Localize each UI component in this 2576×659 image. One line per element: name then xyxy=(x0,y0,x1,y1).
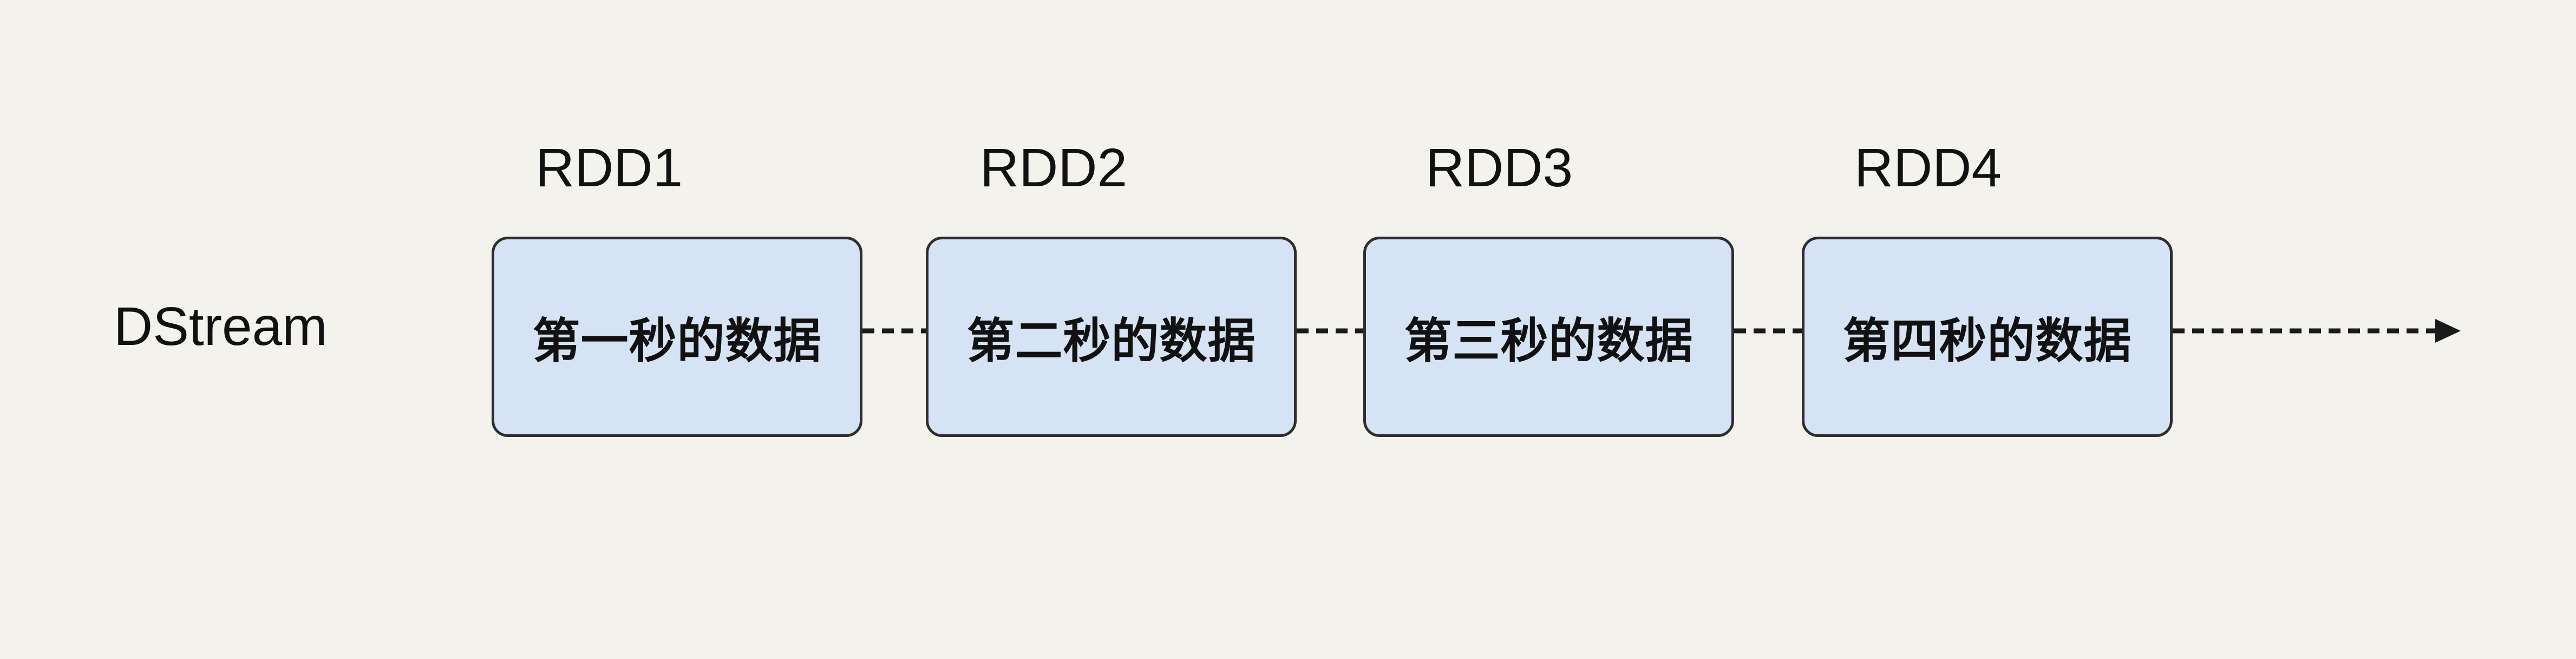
rdd1-box: 第一秒的数据 xyxy=(492,237,862,437)
rdd4-label: RDD4 xyxy=(1854,138,2002,198)
rdd3-box-text: 第三秒的数据 xyxy=(1404,314,1694,368)
rdd4-box: 第四秒的数据 xyxy=(1802,237,2173,437)
rdd1-label: RDD1 xyxy=(535,138,683,198)
rdd4-box-text: 第四秒的数据 xyxy=(1842,314,2132,368)
rdd1-box-text: 第一秒的数据 xyxy=(532,314,822,368)
rdd3-label: RDD3 xyxy=(1425,138,1573,198)
rdd2-label: RDD2 xyxy=(979,138,1128,198)
dstream-label: DStream xyxy=(114,296,328,357)
rdd2-box-text: 第二秒的数据 xyxy=(966,314,1256,368)
arrowhead-icon xyxy=(2435,319,2461,343)
rdd3-box: 第三秒的数据 xyxy=(1363,237,1734,437)
rdd2-box: 第二秒的数据 xyxy=(926,237,1297,437)
